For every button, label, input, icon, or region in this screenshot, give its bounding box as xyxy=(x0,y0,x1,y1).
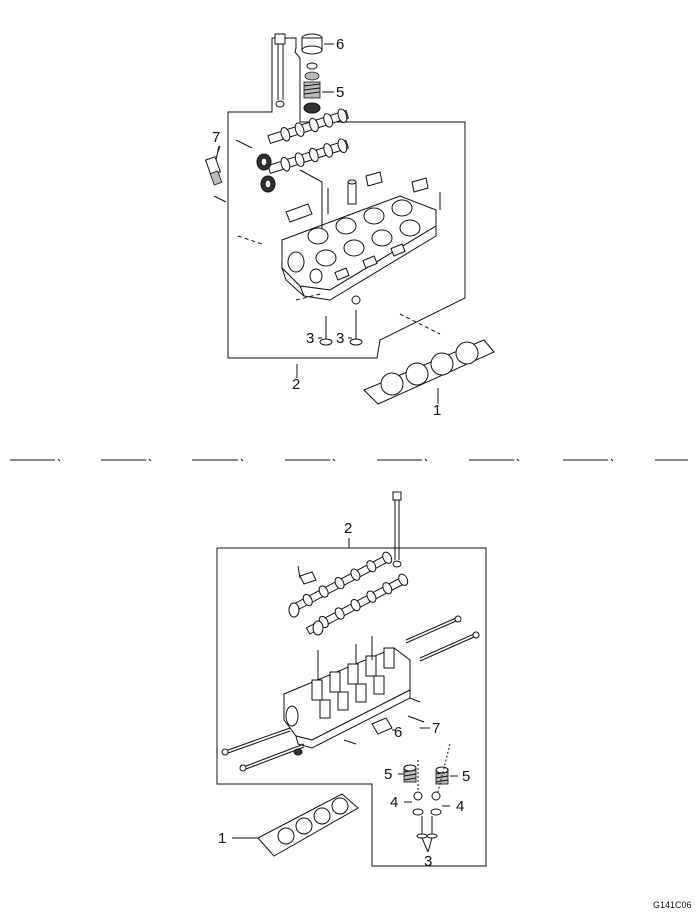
head-bolt-long-right-2 xyxy=(419,631,480,662)
figure-code: G141C06 xyxy=(653,900,692,910)
callout-5-right: 5 xyxy=(462,768,470,785)
leader-dashed-1 xyxy=(237,235,263,245)
valve-spring-left xyxy=(403,764,417,783)
callout-3: 3 xyxy=(424,853,432,870)
small-stud-2 xyxy=(343,739,357,745)
head-gasket xyxy=(363,339,495,405)
valve-seal-left xyxy=(413,791,423,801)
camshaft-cap xyxy=(285,203,313,223)
small-stud-1 xyxy=(409,697,421,703)
spring-retainer xyxy=(304,71,320,81)
callout-3-right: 3 xyxy=(336,330,344,347)
cam-sprocket-flange xyxy=(288,602,300,618)
callout-5-left: 5 xyxy=(384,766,392,783)
callout-1: 1 xyxy=(218,830,226,847)
camshaft-cap-right-2 xyxy=(411,177,429,193)
callout-1: 1 xyxy=(433,402,441,419)
cylinder-head xyxy=(281,195,437,301)
valve-seat-right xyxy=(430,808,442,816)
callout-5: 5 xyxy=(336,84,344,101)
valve-seal xyxy=(351,295,361,305)
camshaft-upper xyxy=(267,108,350,144)
dowel-bottom xyxy=(293,748,303,756)
camshaft-intake xyxy=(289,551,393,613)
cylinder-head-v6 xyxy=(283,636,411,749)
camshaft-lower xyxy=(267,138,350,174)
temperature-sensor xyxy=(204,145,223,186)
camshaft-exhaust xyxy=(305,573,409,635)
bottom-cylinder-head-assembly: 1 2 3 4 4 5 5 6 7 xyxy=(216,491,487,870)
valve-keeper xyxy=(306,62,318,70)
small-stud xyxy=(213,195,227,203)
head-bolt-long-left-2 xyxy=(239,743,305,772)
valve-left xyxy=(319,316,333,346)
valve-tappet xyxy=(301,33,334,55)
callout-6: 6 xyxy=(336,36,344,53)
leader-line-cam xyxy=(299,169,323,183)
bottom-assembly-boundary xyxy=(216,547,487,867)
callout-7: 7 xyxy=(432,720,440,737)
top-assembly-boundary xyxy=(227,37,466,359)
dowel-pin xyxy=(235,139,253,149)
valve-seat-left xyxy=(412,808,424,816)
dowel-sleeve xyxy=(347,181,357,205)
small-stud-3 xyxy=(407,715,425,723)
cam-sprocket-flange-2 xyxy=(312,620,324,636)
callout-3-left: 3 xyxy=(306,330,314,347)
valve-dashed-right xyxy=(437,743,451,793)
spring-seat xyxy=(303,102,321,114)
section-divider xyxy=(10,458,688,462)
head-gasket-v6 xyxy=(232,793,359,857)
top-cylinder-head-assembly: 1 2 3 3 5 6 7 xyxy=(204,33,495,419)
callout-4-left: 4 xyxy=(390,794,398,811)
valve-right xyxy=(349,310,363,346)
valve-spring xyxy=(303,81,334,99)
head-bolt-long-left-1 xyxy=(221,727,291,756)
leader-dashed-3 xyxy=(399,313,441,335)
valve-seal-right xyxy=(431,791,441,801)
sensor-stud xyxy=(297,565,301,579)
callout-6: 6 xyxy=(394,724,402,741)
callout-2: 2 xyxy=(344,520,352,537)
head-bolt-long-right-1 xyxy=(405,615,462,644)
camshaft-cap-right xyxy=(365,171,383,187)
sensor-bracket xyxy=(299,571,317,585)
callout-2: 2 xyxy=(292,376,300,393)
bracket-part xyxy=(371,717,393,735)
callout-7: 7 xyxy=(212,129,220,146)
long-head-bolt xyxy=(392,491,402,568)
head-bolt xyxy=(274,33,286,108)
callout-4-right: 4 xyxy=(456,798,464,815)
